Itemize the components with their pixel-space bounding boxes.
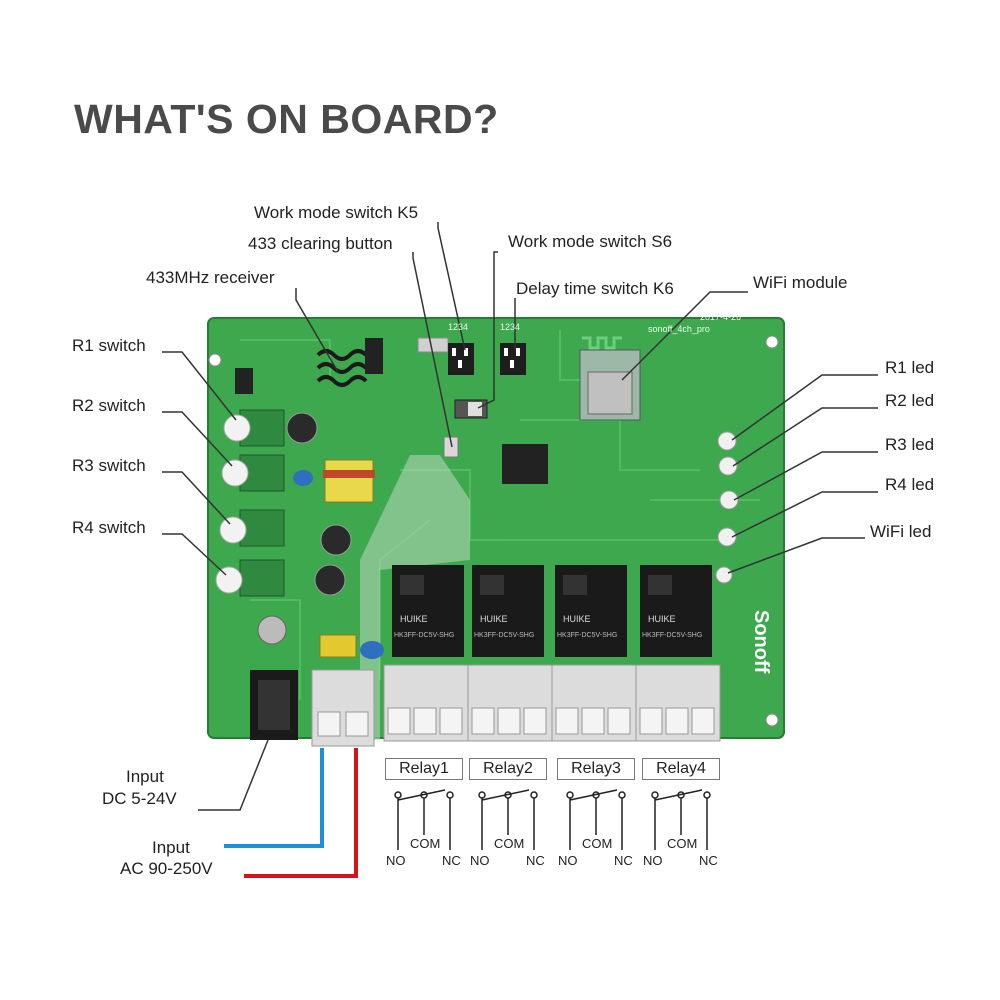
relay-4-com: COM (667, 836, 698, 851)
relay-3-no: NO (558, 853, 578, 868)
terminal-relay-3 (551, 664, 637, 742)
capacitor-4 (257, 615, 287, 645)
relay-4-brand: HUIKE (648, 614, 676, 624)
wire-blue (224, 748, 324, 848)
brand-silkscreen: Sonoff (750, 610, 772, 674)
relay-2-nc: NC (526, 853, 545, 868)
mcu-chip (502, 444, 548, 484)
relay-2-label: Relay2 (469, 758, 547, 780)
relay-1-label: Relay1 (385, 758, 463, 780)
label-input-ac: Input (152, 838, 190, 857)
label-r3-switch: R3 switch (72, 456, 146, 475)
terminal-relay-4 (635, 664, 721, 742)
relay-4-no: NO (643, 853, 663, 868)
relay-3 (555, 565, 627, 657)
relay-2-com: COM (494, 836, 525, 851)
led-r4 (717, 527, 737, 547)
silk-k6: 1234 (500, 322, 521, 332)
clear-button (443, 436, 459, 458)
led-r1 (717, 431, 737, 451)
label-k6: Delay time switch K6 (516, 279, 674, 298)
led-wifi (715, 566, 733, 584)
relay-1 (392, 565, 464, 657)
relay-2-brand: HUIKE (480, 614, 508, 624)
terminal-input (311, 669, 375, 747)
relay-2-no: NO (470, 853, 490, 868)
silk-k5: 1234 (448, 322, 469, 332)
led-r3 (719, 490, 739, 510)
switch-r1 (223, 409, 285, 447)
wire-red (244, 748, 358, 878)
label-r2-led: R2 led (885, 391, 935, 410)
relay-4-model: HK3FF-DC5V-SHG (642, 632, 703, 639)
relay-1-model: HK3FF-DC5V-SHG (394, 632, 455, 639)
label-input-dc: Input (126, 767, 164, 786)
capacitor-1 (286, 412, 318, 444)
transformer (324, 459, 374, 503)
capacitor-3 (314, 564, 346, 596)
label-433-receiver: 433MHz receiver (146, 268, 275, 287)
label-r1-led: R1 led (885, 358, 935, 377)
label-r1-switch: R1 switch (72, 336, 146, 355)
label-r2-switch: R2 switch (72, 396, 146, 415)
dip-switch-k6 (500, 343, 526, 375)
label-r3-led: R3 led (885, 435, 935, 454)
label-433-clear: 433 clearing button (248, 234, 393, 253)
label-input-ac-voltage: AC 90-250V (120, 859, 213, 878)
relay-1-com: COM (410, 836, 441, 851)
terminal-relay-1 (383, 664, 469, 742)
relay-1-nc: NC (442, 853, 461, 868)
dip-switch-k5 (448, 343, 474, 375)
label-k5: Work mode switch K5 (254, 203, 419, 222)
switch-r3 (219, 509, 285, 547)
silk-date: 2017-4-26 (700, 312, 742, 322)
silk-version: sonoff_4ch_pro (648, 324, 710, 334)
relay-3-model: HK3FF-DC5V-SHG (557, 632, 618, 639)
hv-isolation (360, 455, 470, 740)
page-title: WHAT'S ON BOARD? (74, 96, 499, 142)
relay-1-no: NO (386, 853, 406, 868)
relay-4-nc: NC (699, 853, 718, 868)
varistor (293, 470, 313, 486)
switch-r4 (215, 559, 285, 597)
relay-1-brand: HUIKE (400, 614, 428, 624)
relay-4 (640, 565, 712, 657)
label-s6: Work mode switch S6 (508, 232, 673, 251)
relay-symbols (394, 789, 711, 850)
led-r2 (718, 456, 738, 476)
label-input-dc-voltage: DC 5-24V (102, 789, 177, 808)
label-wifi-module: WiFi module (753, 273, 848, 292)
x-capacitor (319, 634, 357, 658)
relay-3-nc: NC (614, 853, 633, 868)
label-r4-switch: R4 switch (72, 518, 146, 537)
relay-3-brand: HUIKE (563, 614, 591, 624)
switch-r2 (221, 454, 285, 492)
label-wifi-led: WiFi led (870, 522, 932, 541)
capacitor-2 (320, 524, 352, 556)
leader-lines (162, 222, 878, 811)
relay-2 (472, 565, 544, 657)
terminal-relay-2 (467, 664, 553, 742)
label-r4-led: R4 led (885, 475, 935, 494)
relay-4-label: Relay4 (642, 758, 720, 780)
relay-3-label: Relay3 (557, 758, 635, 780)
relay-3-com: COM (582, 836, 613, 851)
relay-2-model: HK3FF-DC5V-SHG (474, 632, 535, 639)
